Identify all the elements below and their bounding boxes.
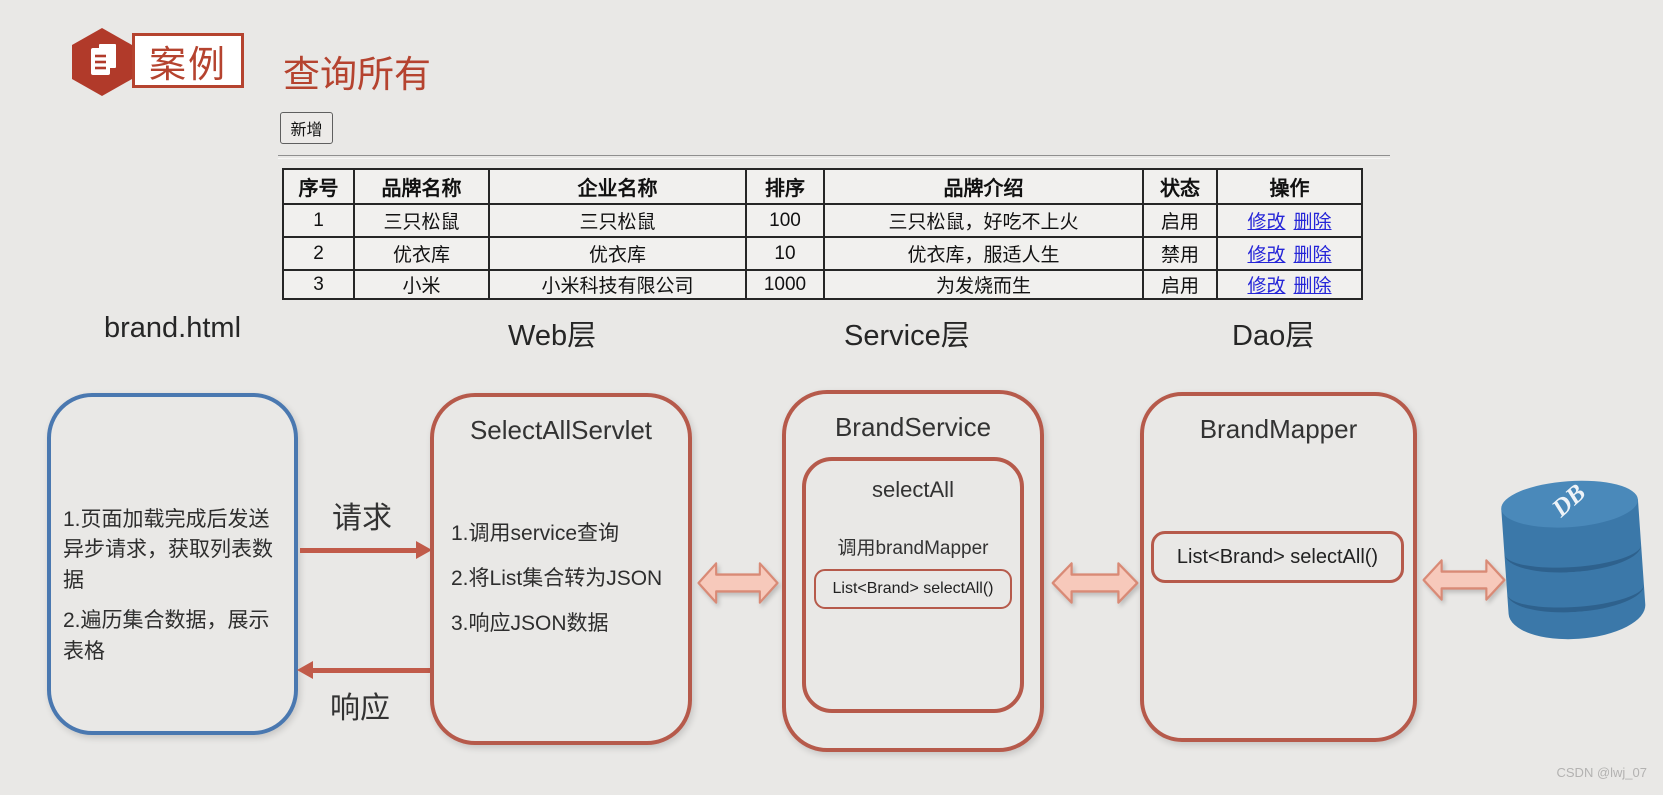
case-badge: 案例 bbox=[132, 33, 244, 88]
delete-link[interactable]: 删除 bbox=[1293, 276, 1332, 297]
method-title: selectAll bbox=[872, 477, 954, 502]
note-line: 2.遍历集合数据，展示表格 bbox=[63, 609, 270, 663]
edit-link[interactable]: 修改 bbox=[1247, 212, 1286, 233]
col-header-company: 企业名称 bbox=[488, 168, 747, 205]
column-label-web-layer: Web层 bbox=[508, 320, 597, 352]
selectall-method-box: selectAll 调用brandMapper List<Brand> sele… bbox=[802, 457, 1024, 713]
servlet-step: 1.调用service查询 bbox=[451, 521, 620, 545]
cell-no: 3 bbox=[282, 269, 355, 300]
col-header-description: 品牌介绍 bbox=[823, 168, 1144, 205]
table-header-row: 序号 品牌名称 企业名称 排序 品牌介绍 状态 操作 bbox=[282, 168, 1363, 205]
cell-brand: 优衣库 bbox=[353, 236, 490, 271]
col-header-actions: 操作 bbox=[1216, 168, 1363, 205]
brandservice-box: BrandService selectAll 调用brandMapper Lis… bbox=[782, 390, 1044, 752]
cell-status: 启用 bbox=[1142, 203, 1218, 238]
request-label: 请求 bbox=[332, 502, 392, 535]
brand-html-notes: 1.页面加载完成后发送异步请求，获取列表数据 2.遍历集合数据，展示表格 bbox=[63, 505, 286, 677]
servlet-box-title: SelectAllServlet bbox=[469, 415, 653, 445]
case-badge-label: 案例 bbox=[149, 43, 227, 85]
selectallservlet-box: SelectAllServlet 1.调用service查询 2.将List集合… bbox=[430, 393, 692, 745]
cell-order: 100 bbox=[745, 203, 825, 238]
column-label-brand-html: brand.html bbox=[104, 312, 242, 344]
brand-table: 序号 品牌名称 企业名称 排序 品牌介绍 状态 操作 1 三只松鼠 三只松鼠 1… bbox=[282, 168, 1363, 300]
cell-actions: 修改删除 bbox=[1216, 236, 1363, 271]
delete-link[interactable]: 删除 bbox=[1293, 212, 1332, 233]
cell-description: 三只松鼠，好吃不上火 bbox=[823, 203, 1144, 238]
table-row: 2 优衣库 优衣库 10 优衣库，服适人生 禁用 修改删除 bbox=[282, 236, 1363, 271]
cell-status: 禁用 bbox=[1142, 236, 1218, 271]
add-button[interactable]: 新增 bbox=[280, 112, 333, 144]
table-row: 3 小米 小米科技有限公司 1000 为发烧而生 启用 修改删除 bbox=[282, 269, 1363, 300]
table-row: 1 三只松鼠 三只松鼠 100 三只松鼠，好吃不上火 启用 修改删除 bbox=[282, 203, 1363, 238]
case-hexagon-icon bbox=[70, 26, 134, 98]
col-header-order: 排序 bbox=[745, 168, 825, 205]
cell-brand: 小米 bbox=[353, 269, 490, 300]
col-header-brand: 品牌名称 bbox=[353, 168, 490, 205]
cell-actions: 修改删除 bbox=[1216, 203, 1363, 238]
column-label-dao-layer: Dao层 bbox=[1232, 320, 1315, 352]
page-title: 查询所有 bbox=[283, 54, 431, 95]
double-arrow-icon bbox=[1421, 552, 1507, 608]
servlet-step: 3.响应JSON数据 bbox=[451, 611, 609, 635]
cell-description: 优衣库，服适人生 bbox=[823, 236, 1144, 271]
mapper-method-code-box: List<Brand> selectAll() bbox=[1151, 531, 1404, 583]
brandmapper-box: BrandMapper List<Brand> selectAll() bbox=[1140, 392, 1417, 742]
cell-order: 10 bbox=[745, 236, 825, 271]
mapper-call-code-box: List<Brand> selectAll() bbox=[814, 569, 1012, 609]
cell-description: 为发烧而生 bbox=[823, 269, 1144, 300]
double-arrow-icon bbox=[1050, 555, 1140, 611]
servlet-step: 2.将List集合转为JSON bbox=[451, 566, 663, 590]
database-icon: DB bbox=[1499, 476, 1648, 644]
delete-link[interactable]: 删除 bbox=[1293, 245, 1332, 266]
column-label-service-layer: Service层 bbox=[844, 320, 970, 352]
col-header-no: 序号 bbox=[282, 168, 355, 205]
col-header-status: 状态 bbox=[1142, 168, 1218, 205]
note-line: 1.页面加载完成后发送异步请求，获取列表数据 bbox=[63, 508, 273, 592]
cell-actions: 修改删除 bbox=[1216, 269, 1363, 300]
cell-company: 优衣库 bbox=[488, 236, 747, 271]
cell-status: 启用 bbox=[1142, 269, 1218, 300]
service-box-title: BrandService bbox=[834, 412, 992, 442]
edit-link[interactable]: 修改 bbox=[1247, 276, 1286, 297]
divider bbox=[278, 155, 1390, 159]
watermark: CSDN @lwj_07 bbox=[1556, 765, 1648, 780]
method-body-text: 调用brandMapper bbox=[837, 538, 989, 559]
cell-no: 2 bbox=[282, 236, 355, 271]
mapper-box-title: BrandMapper bbox=[1199, 414, 1358, 444]
cell-brand: 三只松鼠 bbox=[353, 203, 490, 238]
cell-company: 小米科技有限公司 bbox=[488, 269, 747, 300]
response-label: 响应 bbox=[330, 692, 390, 725]
cell-no: 1 bbox=[282, 203, 355, 238]
cell-company: 三只松鼠 bbox=[488, 203, 747, 238]
servlet-steps: 1.调用service查询 2.将List集合转为JSON 3.响应JSON数据 bbox=[451, 509, 684, 644]
edit-link[interactable]: 修改 bbox=[1247, 245, 1286, 266]
brand-html-box: 1.页面加载完成后发送异步请求，获取列表数据 2.遍历集合数据，展示表格 bbox=[47, 393, 298, 735]
cell-order: 1000 bbox=[745, 269, 825, 300]
double-arrow-icon bbox=[696, 555, 780, 611]
